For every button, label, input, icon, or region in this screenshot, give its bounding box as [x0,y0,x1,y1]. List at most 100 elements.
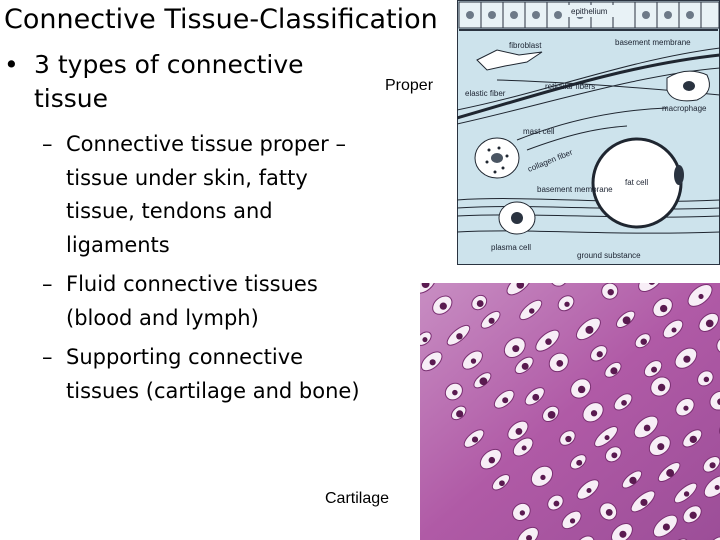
chondrocyte-nucleus [502,397,509,404]
chondrocyte-nucleus [422,337,428,343]
chondrocyte-nucleus [657,443,665,451]
chondrocyte-nucleus [488,317,495,324]
chondrocyte-nucleus [643,424,651,432]
chondrocyte-nucleus [565,435,572,443]
cartilage-svg [420,283,720,540]
label-ground-substance: ground substance [577,251,641,260]
chondrocyte-nucleus [577,385,586,394]
chondrocyte-nucleus [479,377,488,386]
dash-marker: – [42,272,53,296]
lacuna [716,336,720,354]
sub-bullet-text: Supporting connective tissues (cartilage… [66,345,360,403]
label-macrophage: macrophage [662,104,707,113]
chondrocyte-nucleus [547,410,556,419]
sub-bullet-fluid: – Fluid connective tissues (blood and ly… [42,268,378,335]
main-bullet: • 3 types of connective tissue [4,48,334,116]
proper-diagram-svg: epithelium fibroblast basement membrane … [457,0,720,265]
label-elastic-fiber: elastic fiber [465,89,506,98]
chondrocyte-nucleus [586,487,592,494]
chondrocyte-nucleus [439,302,447,310]
label-fibroblast: fibroblast [509,41,542,50]
chondrocyte-nucleus [526,534,533,540]
chondrocyte-nucleus [651,366,658,373]
sub-bullet-text: Connective tissue proper – tissue under … [66,132,346,257]
label-epithelium: epithelium [571,7,608,16]
label-basement-membrane-low: basement membrane [537,185,613,194]
proper-caption: Proper [385,77,434,94]
chondrocyte-nucleus [519,510,526,516]
chondrocyte-nucleus [605,508,613,516]
label-mast-cell: mast cell [523,127,555,136]
chondrocyte-nucleus [585,325,594,334]
cartilage-caption: Cartilage [325,490,390,507]
chondrocyte-nucleus [488,456,496,464]
label-fat-cell: fat cell [625,178,648,187]
cartilage-micrograph [420,283,720,540]
chondrocyte-nucleus [553,500,560,507]
chondrocyte-nucleus [714,484,720,490]
chondrocyte-nucleus [596,351,603,358]
chondrocyte-nucleus [545,338,552,345]
chondrocyte-nucleus [590,410,598,417]
connective-tissue-proper-diagram: epithelium fibroblast basement membrane … [457,0,720,265]
chondrocyte-nucleus [621,400,627,406]
main-bullet-text: 3 types of connective tissue [34,50,304,113]
chondrocyte-nucleus [683,355,691,363]
chondrocyte-nucleus [622,316,631,325]
lacuna [638,283,664,292]
chondrocyte-lacunae [420,283,720,540]
chondrocyte-nucleus [515,428,523,435]
chondrocyte-nucleus [540,474,546,480]
chondrocyte-nucleus [648,283,655,285]
chondrocyte-nucleus [471,436,479,443]
chondrocyte-nucleus [521,362,529,370]
sub-bullet-proper: – Connective tissue proper – tissue unde… [42,128,378,262]
label-reticular-fibers: reticular fibers [545,82,595,91]
chondrocyte-nucleus [556,360,564,367]
chondrocyte-nucleus [529,308,535,314]
sub-bullet-text: Fluid connective tissues (blood and lymp… [66,272,318,330]
chondrocyte-nucleus [499,480,505,487]
chondrocyte-nucleus [470,358,477,364]
chondrocyte-nucleus [671,327,677,333]
chondrocyte-nucleus [689,435,697,444]
chondrocyte-nucleus [604,435,610,441]
sub-bullet-supporting: – Supporting connective tissues (cartila… [42,341,378,408]
chondrocyte-nucleus [683,491,690,497]
chondrocyte-nucleus [683,405,689,411]
chondrocyte-nucleus [705,319,714,328]
chondrocyte-nucleus [657,383,666,392]
chondrocyte-nucleus [512,345,520,353]
chondrocyte-nucleus [476,300,484,307]
chondrocyte-nucleus [610,367,618,375]
chondrocyte-nucleus [564,301,570,307]
dash-marker: – [42,132,53,156]
mast-cell [474,137,520,179]
chondrocyte-nucleus [659,304,668,313]
chondrocyte-nucleus [709,462,716,469]
chondrocyte-nucleus [607,288,614,296]
chondrocyte-nucleus [456,410,464,418]
label-plasma-cell: plasma cell [491,243,531,252]
chondrocyte-nucleus [429,359,436,366]
fibroblast-cell [476,49,543,71]
chondrocyte-nucleus [452,389,458,396]
chondrocyte-nucleus [666,469,675,477]
bullet-dot: • [4,50,19,79]
chondrocyte-nucleus [717,398,720,406]
chondrocyte-nucleus [456,333,463,340]
chondrocyte-nucleus [576,459,583,466]
sub-bullet-list: – Connective tissue proper – tissue unde… [42,128,378,414]
label-basement-membrane-top: basement membrane [615,38,691,47]
chondrocyte-nucleus [629,476,637,485]
chondrocyte-nucleus [521,445,527,451]
lacuna [549,283,569,287]
chondrocyte-nucleus [619,530,627,538]
lacuna [576,535,595,540]
chondrocyte-nucleus [421,283,430,289]
chondrocyte-nucleus [516,283,525,289]
dash-marker: – [42,345,53,369]
chondrocyte-nucleus [698,293,704,300]
chondrocyte-nucleus [569,518,576,524]
macrophage-cell [666,70,710,102]
